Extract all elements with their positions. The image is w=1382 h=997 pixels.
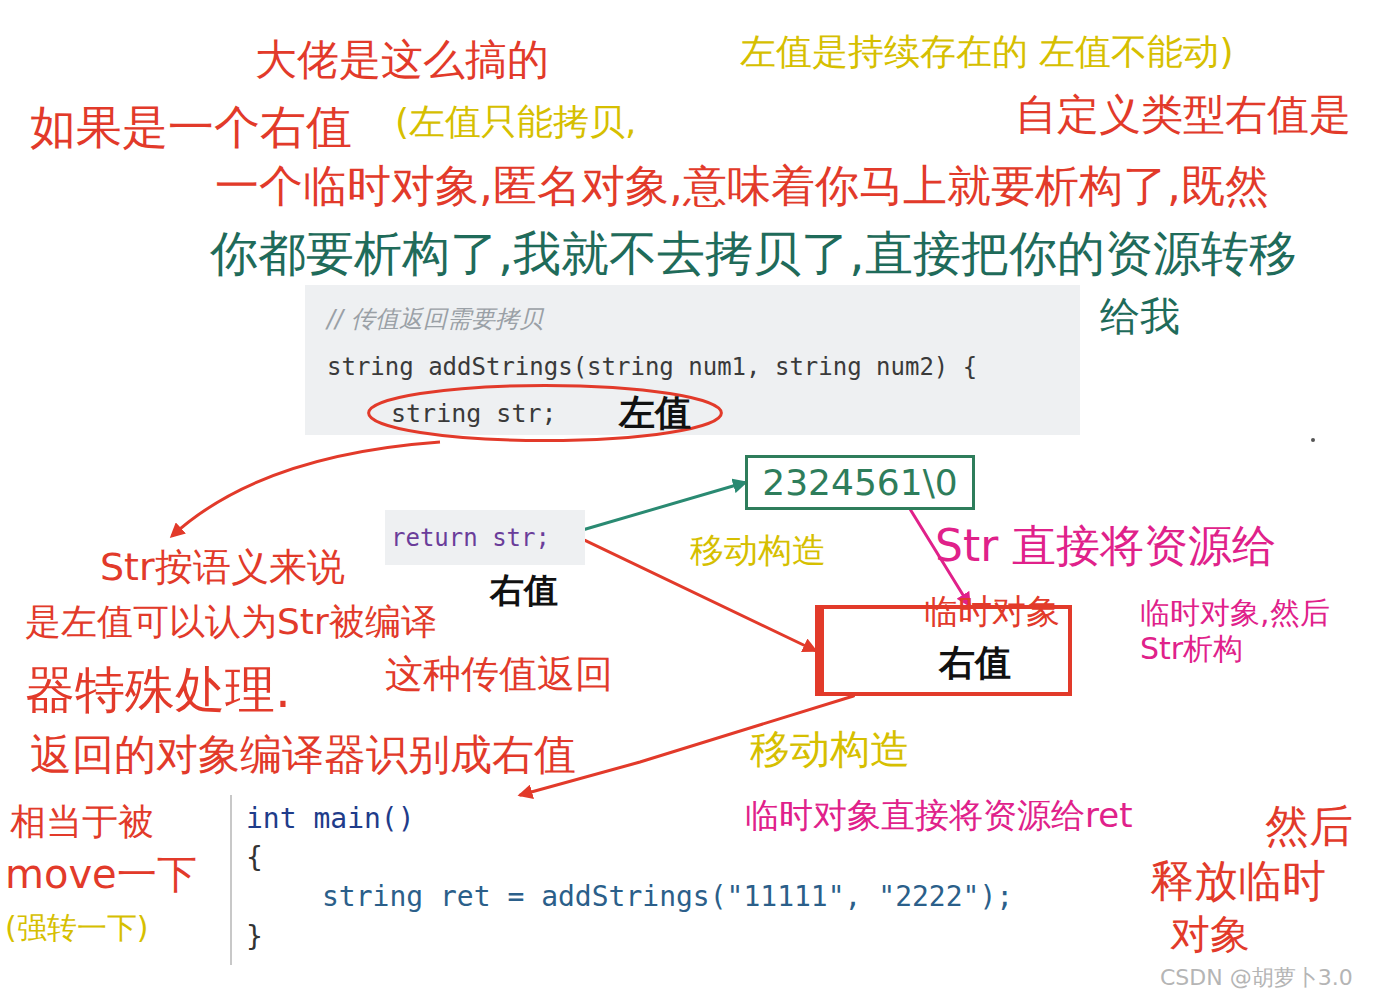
node-text: { xyxy=(246,838,1096,877)
note: move一下 xyxy=(5,850,197,898)
note: 这种传值返回 xyxy=(385,652,613,698)
note: 临时对象直接将资源给ret xyxy=(745,795,1132,836)
watermark: CSDN @胡萝卜3.0 xyxy=(1160,965,1353,991)
node-text: string str; xyxy=(391,399,557,428)
note: 右值 xyxy=(490,570,558,611)
node-text: return str; xyxy=(391,524,550,552)
string-buffer-box: 2324561\0 xyxy=(745,455,975,510)
note: 你都要析构了,我就不去拷贝了,直接把你的资源转移 xyxy=(210,225,1297,283)
edge-label: 移动构造 xyxy=(750,725,910,773)
node-text: string addStrings(string num1, string nu… xyxy=(327,353,1058,381)
note: 临时对象,然后Str析构 xyxy=(1140,595,1355,667)
note: 释放临时 xyxy=(1150,855,1326,908)
note: 给我 xyxy=(1100,292,1180,340)
note: 返回的对象编译器识别成右值 xyxy=(30,730,576,780)
node-text: 左值 xyxy=(619,389,691,438)
node-text: 临时对象 xyxy=(924,589,1060,635)
temp-object-box: 临时对象右值 xyxy=(815,605,1072,696)
note: 左值是持续存在的 左值不能动) xyxy=(740,30,1234,73)
arrow-connector xyxy=(585,483,745,530)
note: 然后 xyxy=(1265,800,1353,853)
note: 一个临时对象,匿名对象,意味着你马上就要析构了,既然 xyxy=(215,160,1269,213)
node-text: string ret = addStrings("11111", "2222")… xyxy=(322,877,1096,916)
note: Str按语义来说 xyxy=(100,545,345,591)
note: 如果是一个右值 xyxy=(30,100,352,155)
node-text: 右值 xyxy=(939,639,1011,688)
note: 对象 xyxy=(1170,910,1250,958)
ellipse-shape xyxy=(369,385,722,440)
node-text: } xyxy=(246,917,1096,956)
note: (左值只能拷贝, xyxy=(395,100,637,143)
edge-label: 移动构造 xyxy=(690,530,826,571)
node-text: 2324561\0 xyxy=(762,462,957,503)
ink-dot xyxy=(1311,438,1315,442)
code-panel: return str; xyxy=(385,510,585,565)
node-text: // 传值返回需要拷贝 xyxy=(327,303,1058,335)
note: (强转一下) xyxy=(5,910,148,946)
note: 自定义类型右值是 xyxy=(1015,90,1351,140)
note: 是左值可以认为Str被编译 xyxy=(25,600,437,643)
note: 大佬是这么搞的 xyxy=(255,35,549,85)
note: Str 直接将资源给 xyxy=(935,520,1276,573)
note: 相当于被 xyxy=(10,800,154,843)
note: 器特殊处理. xyxy=(25,660,291,720)
circled-code: string str; 左值 xyxy=(365,383,725,443)
